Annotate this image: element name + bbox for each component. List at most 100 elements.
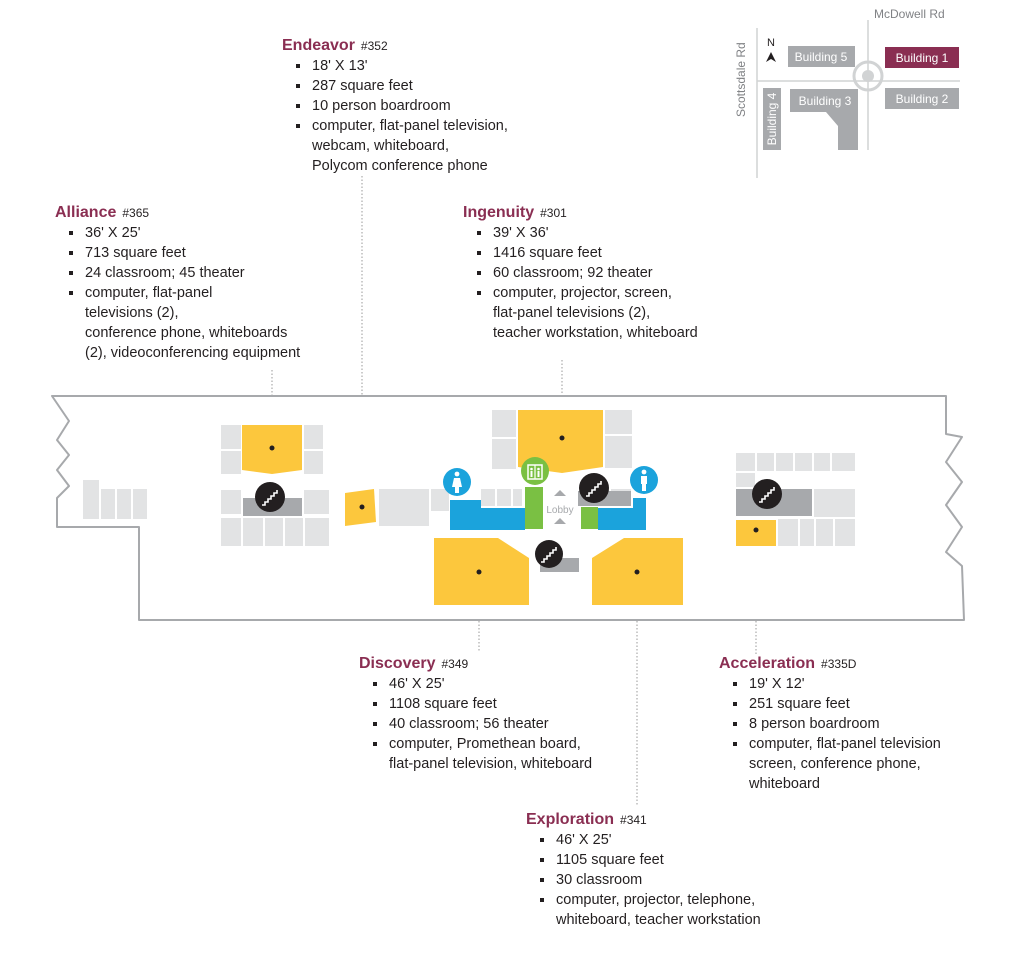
room-marker-alliance	[269, 445, 275, 451]
room-title-discovery: Discovery#349	[359, 654, 592, 674]
room-detail-item: 1108 square feet	[373, 694, 592, 714]
room-detail-item: computer, flat-panel televisions (2), conf…	[69, 283, 300, 363]
room-name: Discovery	[359, 655, 436, 672]
room-title-ingenuity: Ingenuity #301	[463, 203, 698, 223]
room-detail-line: computer, flat-panel television,	[312, 118, 508, 134]
room-detail-item: 24 classroom; 45 theater	[69, 263, 300, 283]
room-detail-item: 39' X 36'	[477, 223, 698, 243]
stairs-icon	[752, 479, 782, 509]
building-1-label: Building 1	[896, 51, 949, 65]
building-4-label: Building 4	[765, 92, 779, 145]
room-detail-line: flat-panel televisions (2),	[493, 305, 651, 321]
lobby-arrow-up-icon	[554, 490, 566, 496]
room-detail-line: 18' X 13'	[312, 58, 368, 74]
room-info-endeavor: Endeavor #352 18' X 13' 287 square feet 10 p…	[282, 36, 508, 176]
stairs-icon	[255, 482, 285, 512]
room-detail-line: 46' X 25'	[389, 676, 445, 692]
room-detail-line: 40 classroom; 56 theater	[389, 716, 549, 732]
room-detail-item: 18' X 13'	[296, 56, 508, 76]
room-detail-line: computer, projector, telephone,	[556, 892, 756, 908]
building-5-label: Building 5	[795, 50, 848, 64]
room-detail-line: 1108 square feet	[389, 696, 497, 712]
room-name: Alliance	[55, 204, 117, 221]
building-2-label: Building 2	[896, 92, 949, 106]
room-detail-line: 24 classroom; 45 theater	[85, 265, 245, 281]
room-detail-line: 713 square feet	[85, 245, 186, 261]
room-detail-line: computer, projector, screen,	[493, 285, 672, 301]
restroom-men-icon	[630, 466, 658, 494]
room-detail-line: 30 classroom	[556, 872, 643, 888]
room-marker-exploration	[634, 569, 640, 575]
room-detail-line: 60 classroom; 92 theater	[493, 265, 653, 281]
room-detail-line: computer, flat-panel television	[749, 736, 941, 752]
stairs-icon	[535, 540, 563, 568]
building-2	[885, 88, 959, 109]
room-detail-line: whiteboard, teacher workstation	[556, 912, 761, 928]
room-number: #335D	[821, 657, 857, 671]
room-detail-line: whiteboard	[749, 776, 820, 792]
room-number: #352	[360, 39, 388, 53]
room-detail-item: 60 classroom; 92 theater	[477, 263, 698, 283]
elevator-shaft-left	[525, 487, 543, 529]
room-details-list: 46' X 25' 1108 square feet 40 classroom; 5…	[359, 674, 592, 774]
room-info-ingenuity: Ingenuity #301 39' X 36' 1416 square feet 60…	[463, 203, 698, 343]
room-detail-item: 287 square feet	[296, 76, 508, 96]
room-detail-item: 46' X 25'	[373, 674, 592, 694]
room-detail-item: 30 classroom	[540, 870, 761, 890]
room-detail-line: 251 square feet	[749, 696, 850, 712]
north-arrow-icon	[766, 52, 776, 62]
room-detail-line: (2), videoconferencing equipment	[85, 345, 301, 361]
room-detail-item: computer, flat-panel television screen, c…	[733, 734, 941, 794]
room-detail-line: televisions (2),	[85, 305, 179, 321]
roundabout	[852, 60, 884, 92]
room-name: Ingenuity	[463, 204, 535, 221]
west-wing-rooms	[83, 480, 147, 519]
room-detail-line: 19' X 12'	[749, 676, 805, 692]
room-acceleration-shape[interactable]	[736, 520, 776, 546]
alliance-block-rooms	[221, 425, 329, 546]
room-detail-line: 10 person boardroom	[312, 98, 451, 114]
restroom-women-icon	[443, 468, 471, 496]
room-title-acceleration: Acceleration #335D	[719, 654, 941, 674]
room-detail-item: 36' X 25'	[69, 223, 300, 243]
building-3	[790, 89, 858, 150]
room-detail-item: computer, projector, screen, flat-panel t…	[477, 283, 698, 343]
room-detail-line: screen, conference phone,	[749, 756, 921, 772]
room-detail-line: Polycom conference phone	[312, 158, 488, 174]
room-detail-item: 10 person boardroom	[296, 96, 508, 116]
east-block-rooms	[736, 453, 855, 546]
lobby-arrow-icon	[554, 518, 566, 524]
room-number: #365	[122, 206, 150, 220]
room-detail-line: teacher workstation, whiteboard	[493, 325, 698, 341]
room-title-exploration: Exploration#341	[526, 810, 761, 830]
room-name: Endeavor	[282, 37, 355, 54]
room-ingenuity-shape[interactable]	[518, 410, 603, 473]
stairs-icon	[579, 473, 609, 503]
room-marker-ingenuity	[559, 435, 565, 441]
room-discovery-shape[interactable]	[434, 538, 529, 605]
room-detail-line: flat-panel television, whiteboard	[389, 756, 593, 772]
room-detail-item: 1105 square feet	[540, 850, 761, 870]
room-info-alliance: Alliance #365 36' X 25' 713 square feet 24 c…	[55, 203, 300, 363]
room-info-discovery: Discovery#349 46' X 25' 1108 square feet 40…	[359, 654, 592, 774]
elevator-shaft-right	[581, 507, 598, 529]
lobby-label: Lobby	[546, 505, 573, 516]
room-detail-item: computer, projector, telephone, whiteboar…	[540, 890, 761, 930]
room-detail-line: 1105 square feet	[556, 852, 664, 868]
room-detail-line: 1416 square feet	[493, 245, 602, 261]
room-detail-line: 36' X 25'	[85, 225, 141, 241]
room-detail-line: computer, flat-panel	[85, 285, 213, 301]
room-number: #301	[540, 206, 567, 220]
room-detail-line: computer, Promethean board,	[389, 736, 581, 752]
scottsdale-road-label: Scottsdale Rd	[734, 42, 748, 117]
room-detail-line: webcam, whiteboard,	[312, 138, 450, 154]
north-label: N	[767, 37, 775, 49]
building-5	[788, 46, 855, 67]
room-name: Acceleration	[719, 655, 816, 672]
room-detail-line: conference phone, whiteboards	[85, 325, 288, 341]
room-title-endeavor: Endeavor #352	[282, 36, 508, 56]
restroom-women-area	[450, 500, 525, 530]
